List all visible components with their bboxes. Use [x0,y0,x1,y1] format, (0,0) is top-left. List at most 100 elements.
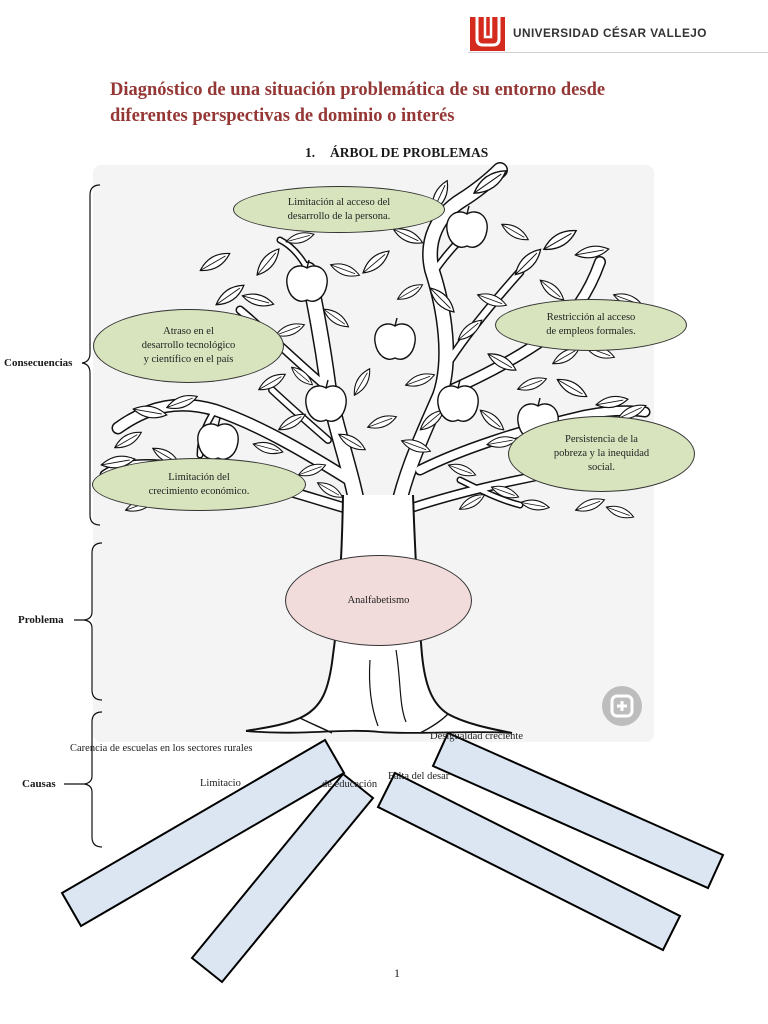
leaf [472,170,508,194]
cause-text: Limitacio [200,778,241,789]
consequences-label: Consecuencias [4,357,73,369]
leaf [479,409,505,431]
branch [278,238,310,272]
leaf [329,263,361,277]
apple [305,379,347,422]
leaf [447,463,477,477]
cause-text: de educación [322,779,378,790]
node-text-line: Atraso en el [163,326,214,337]
leaf [476,293,508,307]
leaf [556,378,588,398]
leaf [362,250,390,274]
section-number: 1. [305,145,316,160]
branch [269,387,331,443]
node-text-line: de empleos formales. [546,326,636,337]
leaf [490,485,520,499]
leaf [277,413,307,431]
leaf [519,499,551,511]
header-divider [468,52,768,53]
leaf [458,494,486,510]
leaf [392,228,424,244]
leaf [574,498,606,512]
leaf [132,405,168,419]
leaf [605,505,635,519]
node-text-line: crecimiento económico. [148,485,250,497]
section-title: ÁRBOL DE PROBLEMAS [330,145,489,160]
leaf [297,463,327,477]
leaf [353,367,371,397]
node-text-line: y científico en el país [143,354,234,365]
causes-bracket [64,711,103,848]
ucv-logo-icon [470,17,505,51]
leaf [487,353,517,371]
leaf [252,441,284,455]
node-text-line: social. [587,462,616,473]
apple [374,317,416,360]
consequence-node: Limitación al acceso del desarrollo de l… [233,186,445,233]
node-text-line: Persistencia de la [565,434,638,445]
leaf [256,248,280,276]
leaf [285,232,315,244]
apple [286,259,328,302]
cause-text: Desigualdad creciente [430,731,523,742]
document-title: Diagnóstico de una situación problemátic… [110,77,605,129]
leaf [274,323,306,337]
page-number: 1 [394,966,400,980]
node-text-line: Restricción al acceso [546,312,636,323]
apple [437,379,479,422]
consequence-node: Atraso en el desarrollo tecnológico y ci… [93,309,284,383]
university-name: UNIVERSIDAD CÉSAR VALLEJO [513,26,707,40]
leaf [595,395,629,409]
leaf [500,223,530,241]
leaf [316,482,344,498]
leaf [215,284,245,306]
leaf [366,415,398,429]
causes-label: Causas [22,778,56,790]
leaf [574,245,610,259]
leaf [404,373,436,387]
cause-box [376,771,682,952]
leaf [113,431,143,449]
title-line: Diagnóstico de una situación problemátic… [110,80,606,100]
apple [446,205,488,248]
consequence-node: Restricción al acceso de empleos formale… [495,299,687,351]
problem-text: Analfabetismo [347,594,410,606]
leaf [429,287,455,313]
leaf [322,308,350,328]
consequence-node: Limitación del crecimiento económico. [92,458,306,511]
leaf [457,319,483,341]
leaf [290,366,314,386]
problem-node: Analfabetismo [285,555,472,646]
problem-label: Problema [18,614,64,626]
problem-bracket [74,542,103,701]
zoom-icon[interactable] [602,686,642,726]
tree-apples [197,205,559,460]
leaf [165,394,199,410]
leaf [396,284,424,300]
leaf [542,229,578,251]
title-line: diferentes perspectivas de dominio o int… [110,106,455,126]
node-text-line: pobreza y la inequidad [553,448,650,459]
leaf [337,433,367,451]
leaf [400,439,432,453]
leaf [514,248,542,276]
leaf [516,377,548,391]
consequences-bracket [81,184,101,526]
cause-box [60,738,346,928]
consequence-node: Persistencia de la pobreza y la inequida… [508,416,695,492]
leaf [257,373,287,391]
node-text-line: Limitación al acceso del [287,196,391,208]
node-text-line: desarrollo de la persona. [287,210,391,222]
cause-box [431,731,725,890]
node-text-line: desarrollo tecnológico [141,340,236,351]
cause-text: Carencia de escuelas en los sectores rur… [70,743,253,754]
node-text-line: Limitación del [168,471,230,483]
branch [447,269,523,363]
branch [458,478,522,507]
cause-box [190,772,375,984]
cause-text: Falta del desar [388,771,450,782]
leaf [199,252,231,272]
leaf [241,293,275,307]
